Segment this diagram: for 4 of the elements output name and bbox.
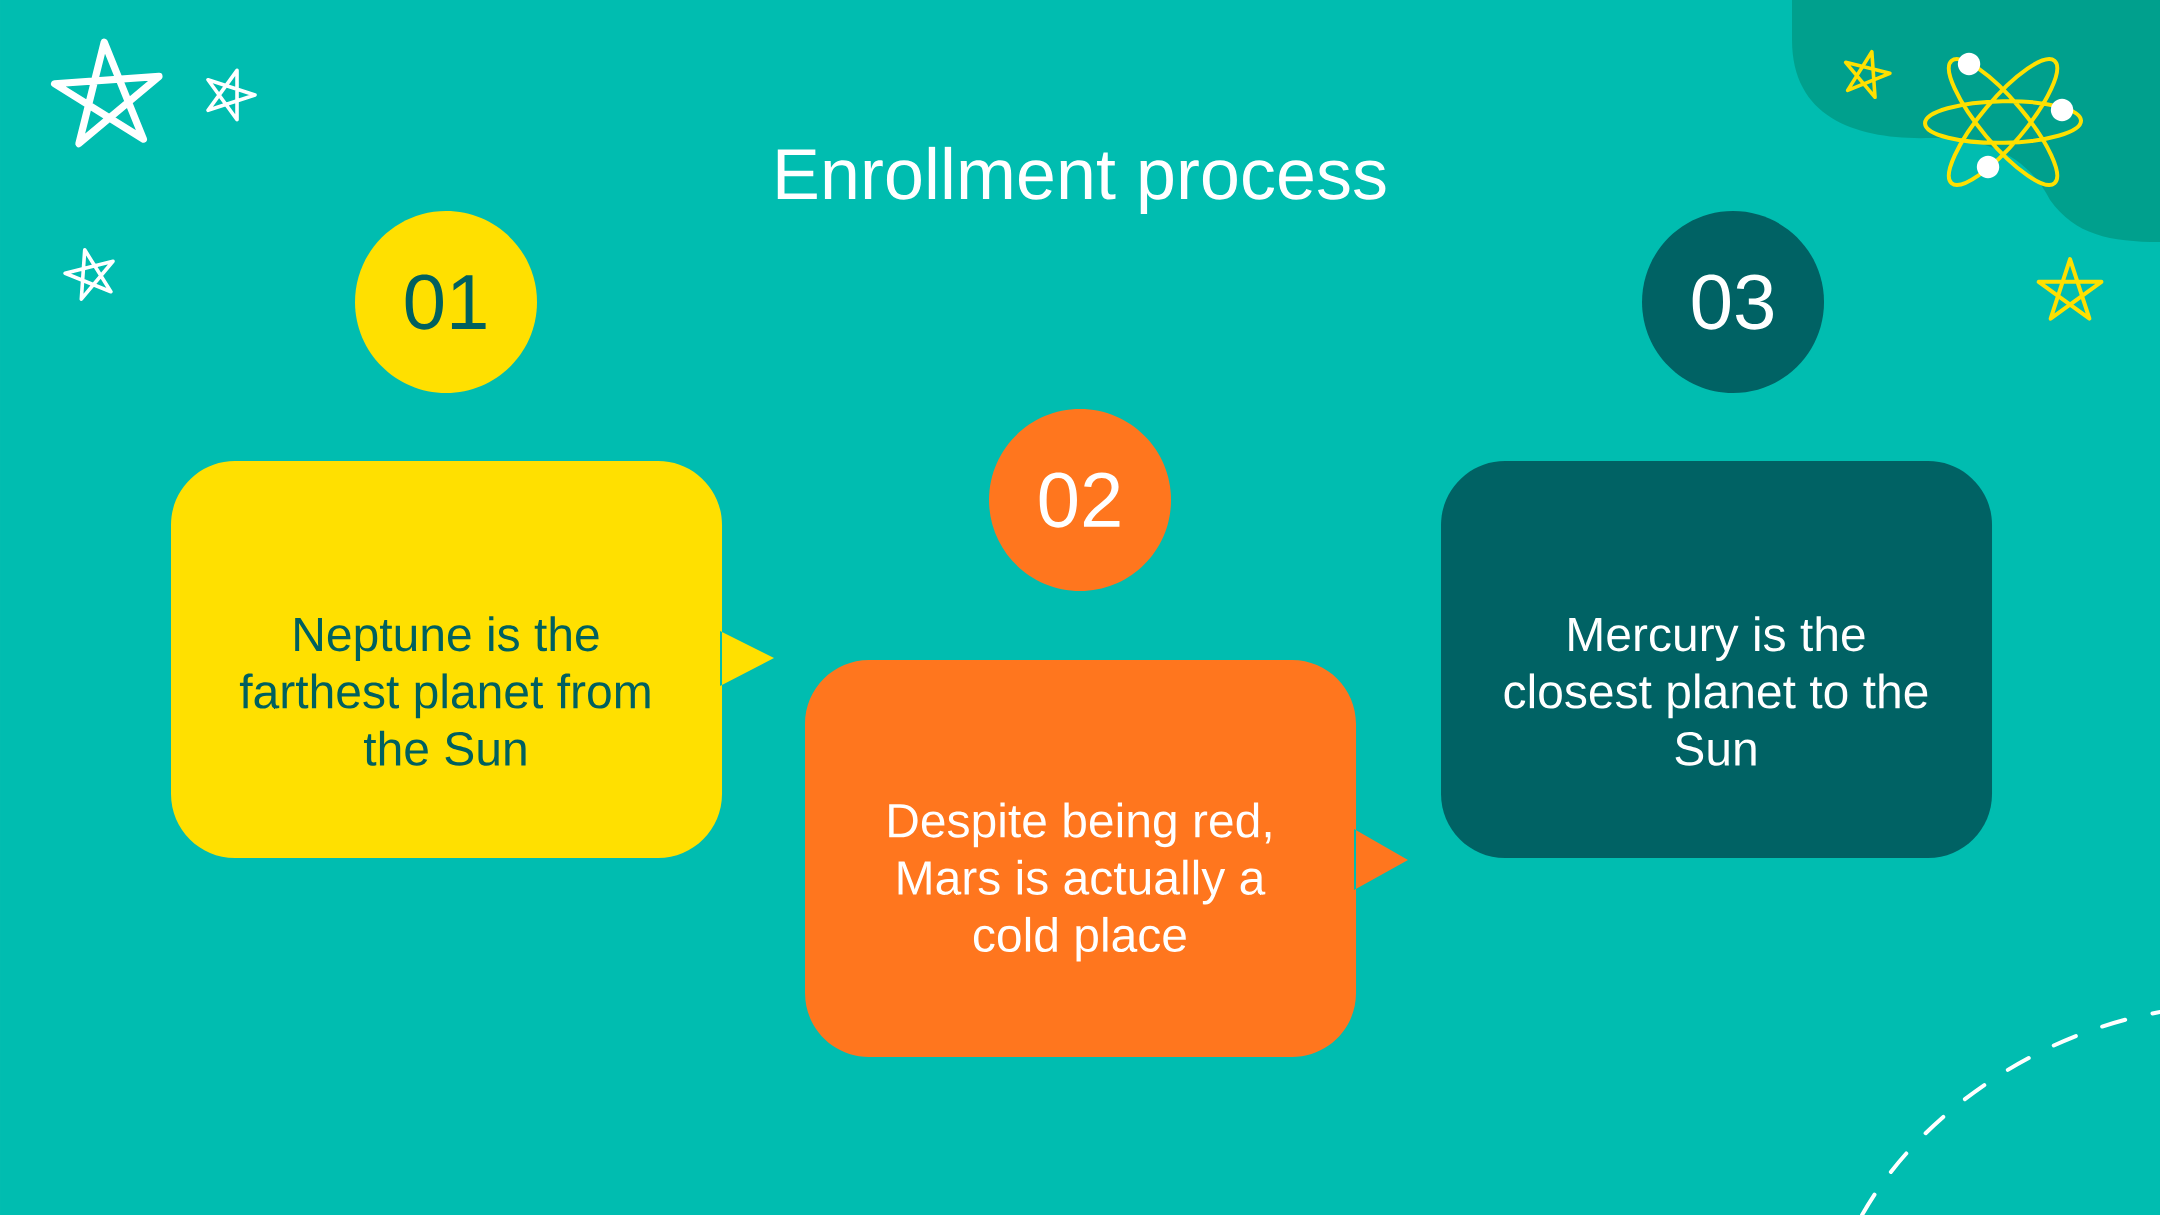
speech-bubble: Mercury is the closest planet to the Sun (1441, 461, 1992, 859)
title: Enrollment process (777, 146, 1386, 214)
speech-bubble: Neptune is the farthest planet from the Sun (171, 461, 774, 859)
speech-bubble: Despite being red, Mars is actually a cold place (805, 660, 1408, 1057)
